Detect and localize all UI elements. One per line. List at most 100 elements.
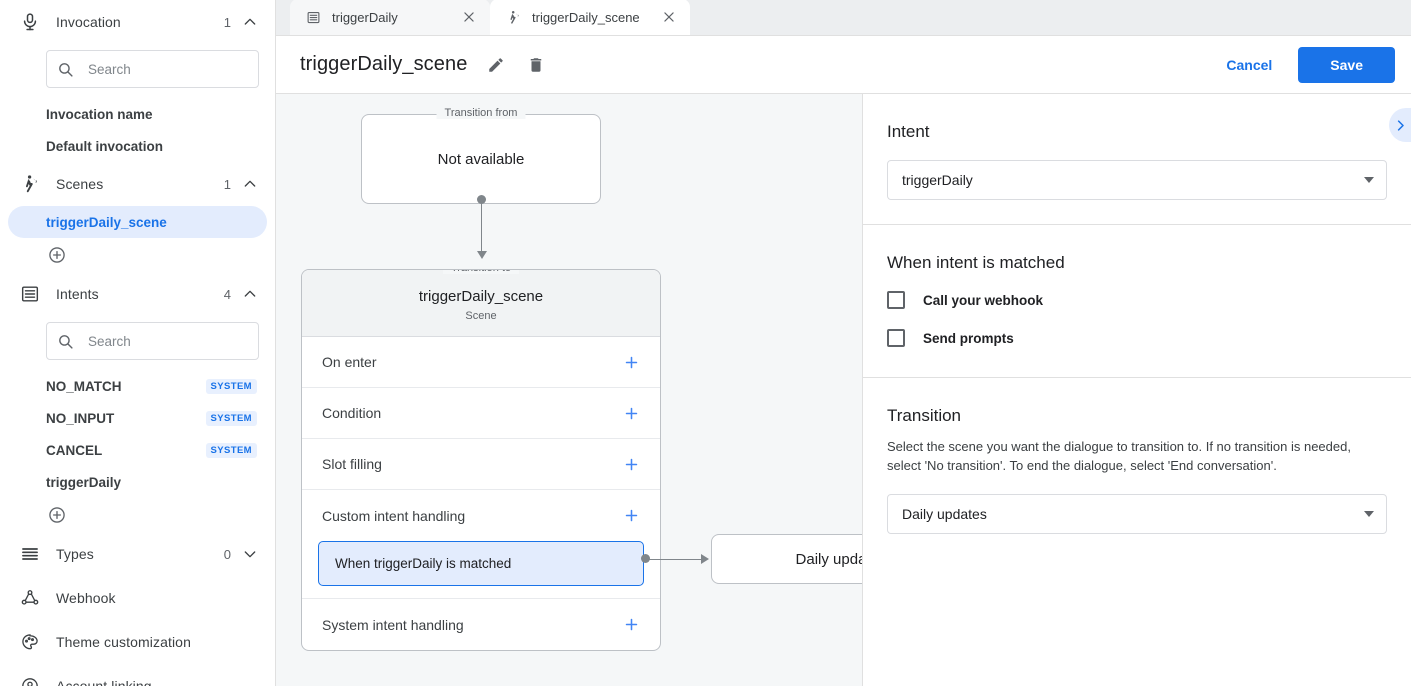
scene-row-slot-filling[interactable]: Slot filling [302, 439, 660, 490]
search-icon [57, 333, 74, 350]
add-icon[interactable] [622, 455, 640, 473]
node-transition-from[interactable]: Transition from Not available [361, 107, 601, 204]
intents-search-wrap [0, 316, 275, 370]
sidebar-item-label: NO_MATCH [46, 378, 122, 394]
status-badge: SYSTEM [205, 378, 257, 394]
intents-icon [18, 282, 42, 306]
cancel-button[interactable]: Cancel [1212, 48, 1286, 82]
panel-section-intent: Intent triggerDaily [863, 94, 1411, 225]
chevron-up-icon[interactable] [241, 285, 259, 303]
checkbox-icon[interactable] [887, 329, 905, 347]
node-scene-card[interactable]: Transition to triggerDaily_scene Scene O… [301, 269, 661, 651]
invocation-search-wrap [0, 44, 275, 98]
sidebar-item-webhook[interactable]: Webhook [0, 576, 275, 620]
webhook-icon [18, 586, 42, 610]
transition-select-value: Daily updates [902, 505, 987, 522]
pencil-icon[interactable] [485, 54, 507, 76]
sidebar-section-scenes[interactable]: Scenes 1 [0, 162, 275, 206]
checkbox-label: Send prompts [923, 330, 1014, 346]
add-intent-button[interactable] [0, 498, 275, 532]
sidebar-item-label: Webhook [56, 590, 116, 606]
sidebar-item-label: triggerDaily [46, 474, 122, 490]
sidebar-item-label: CANCEL [46, 442, 103, 458]
sidebar-item-label: triggerDaily_scene [46, 214, 167, 230]
scene-row-custom-intent-handling[interactable]: Custom intent handling [302, 490, 660, 541]
sidebar-item-cancel[interactable]: CANCEL SYSTEM [8, 434, 267, 466]
chevron-down-icon[interactable] [241, 545, 259, 563]
tab-label: triggerDaily [332, 9, 398, 25]
intent-select[interactable]: triggerDaily [887, 160, 1387, 200]
sidebar-item-triggerdaily-scene[interactable]: triggerDaily_scene [8, 206, 267, 238]
node-value: Daily updates [795, 550, 862, 568]
sidebar-section-types[interactable]: Types 0 [0, 532, 275, 576]
add-icon[interactable] [622, 353, 640, 371]
trash-icon[interactable] [525, 54, 547, 76]
scene-row-label: Slot filling [322, 456, 382, 472]
close-icon[interactable] [460, 8, 478, 26]
sidebar-item-default-invocation[interactable]: Default invocation [8, 130, 267, 162]
tab-strip: triggerDaily triggerDaily_scene [276, 0, 1411, 36]
scenes-icon [504, 8, 522, 26]
panel-section-when-intent-matched: When intent is matched Call your webhook… [863, 225, 1411, 378]
panel-when-matched-heading: When intent is matched [887, 253, 1065, 272]
sidebar-section-intents-label: Intents [56, 286, 99, 302]
sidebar-item-no-match[interactable]: NO_MATCH SYSTEM [8, 370, 267, 402]
add-icon[interactable] [622, 507, 640, 525]
sidebar-item-label: Default invocation [46, 138, 164, 154]
sidebar-item-label: Invocation name [46, 106, 153, 122]
panel-transition-heading: Transition [887, 406, 962, 425]
sidebar-section-invocation[interactable]: Invocation 1 [0, 0, 275, 44]
scene-row-condition[interactable]: Condition [302, 388, 660, 439]
sidebar-section-invocation-label: Invocation [56, 14, 121, 30]
node-legend: Transition to [442, 270, 520, 274]
tab-triggerdaily-scene[interactable]: triggerDaily_scene [490, 0, 690, 35]
chevron-up-icon[interactable] [241, 13, 259, 31]
add-icon[interactable] [622, 404, 640, 422]
sidebar-section-types-label: Types [56, 546, 94, 562]
sidebar-item-invocation-name[interactable]: Invocation name [8, 98, 267, 130]
invocation-search-input[interactable] [86, 60, 267, 78]
sidebar-item-label: Account linking [56, 678, 152, 686]
scene-row-on-enter[interactable]: On enter [302, 337, 660, 388]
checkbox-send-prompts[interactable]: Send prompts [887, 329, 1387, 347]
chevron-up-icon[interactable] [241, 175, 259, 193]
sidebar-section-invocation-count: 1 [223, 14, 231, 30]
panel-intent-heading: Intent [887, 122, 930, 141]
node-transition-to-target[interactable]: Transition to Daily updates [711, 534, 862, 584]
close-icon[interactable] [660, 8, 678, 26]
tab-triggerdaily[interactable]: triggerDaily [290, 0, 490, 35]
left-sidebar: Invocation 1 Invocation name Default inv… [0, 0, 276, 686]
chevron-right-icon[interactable] [1389, 108, 1411, 142]
node-value: Not available [437, 150, 525, 168]
checkbox-call-your-webhook[interactable]: Call your webhook [887, 291, 1387, 309]
add-circle-icon [47, 505, 67, 525]
account-icon [18, 674, 42, 686]
connector-arrow-right [701, 553, 709, 564]
add-icon[interactable] [622, 616, 640, 634]
body-split: Transition from Not available Transition… [276, 94, 1411, 686]
intent-handler-when-triggerdaily-is-matched[interactable]: When triggerDaily is matched [318, 541, 644, 586]
sidebar-item-no-input[interactable]: NO_INPUT SYSTEM [8, 402, 267, 434]
scene-subtitle: Scene [465, 310, 497, 322]
checkbox-icon[interactable] [887, 291, 905, 309]
sidebar-item-account-linking[interactable]: Account linking [0, 664, 275, 686]
sidebar-item-triggerdaily[interactable]: triggerDaily [8, 466, 267, 498]
invocation-search-box[interactable] [46, 50, 267, 88]
connector-arrow-down [476, 251, 487, 259]
add-scene-button[interactable] [0, 238, 275, 272]
sidebar-section-intents[interactable]: Intents 4 [0, 272, 275, 316]
add-circle-icon [47, 245, 67, 265]
search-icon [57, 61, 74, 78]
chevron-down-icon [1364, 177, 1374, 183]
status-badge: SYSTEM [205, 410, 257, 426]
save-button[interactable]: Save [1298, 46, 1395, 83]
transition-select[interactable]: Daily updates [887, 493, 1387, 534]
intents-search-box[interactable] [46, 322, 267, 360]
scene-canvas[interactable]: Transition from Not available Transition… [276, 94, 862, 686]
scene-row-system-intent-handling[interactable]: System intent handling [302, 599, 660, 650]
intents-icon [304, 8, 322, 26]
sidebar-item-theme-customization[interactable]: Theme customization [0, 620, 275, 664]
intents-search-input[interactable] [86, 332, 267, 350]
tab-label: triggerDaily_scene [532, 9, 640, 25]
